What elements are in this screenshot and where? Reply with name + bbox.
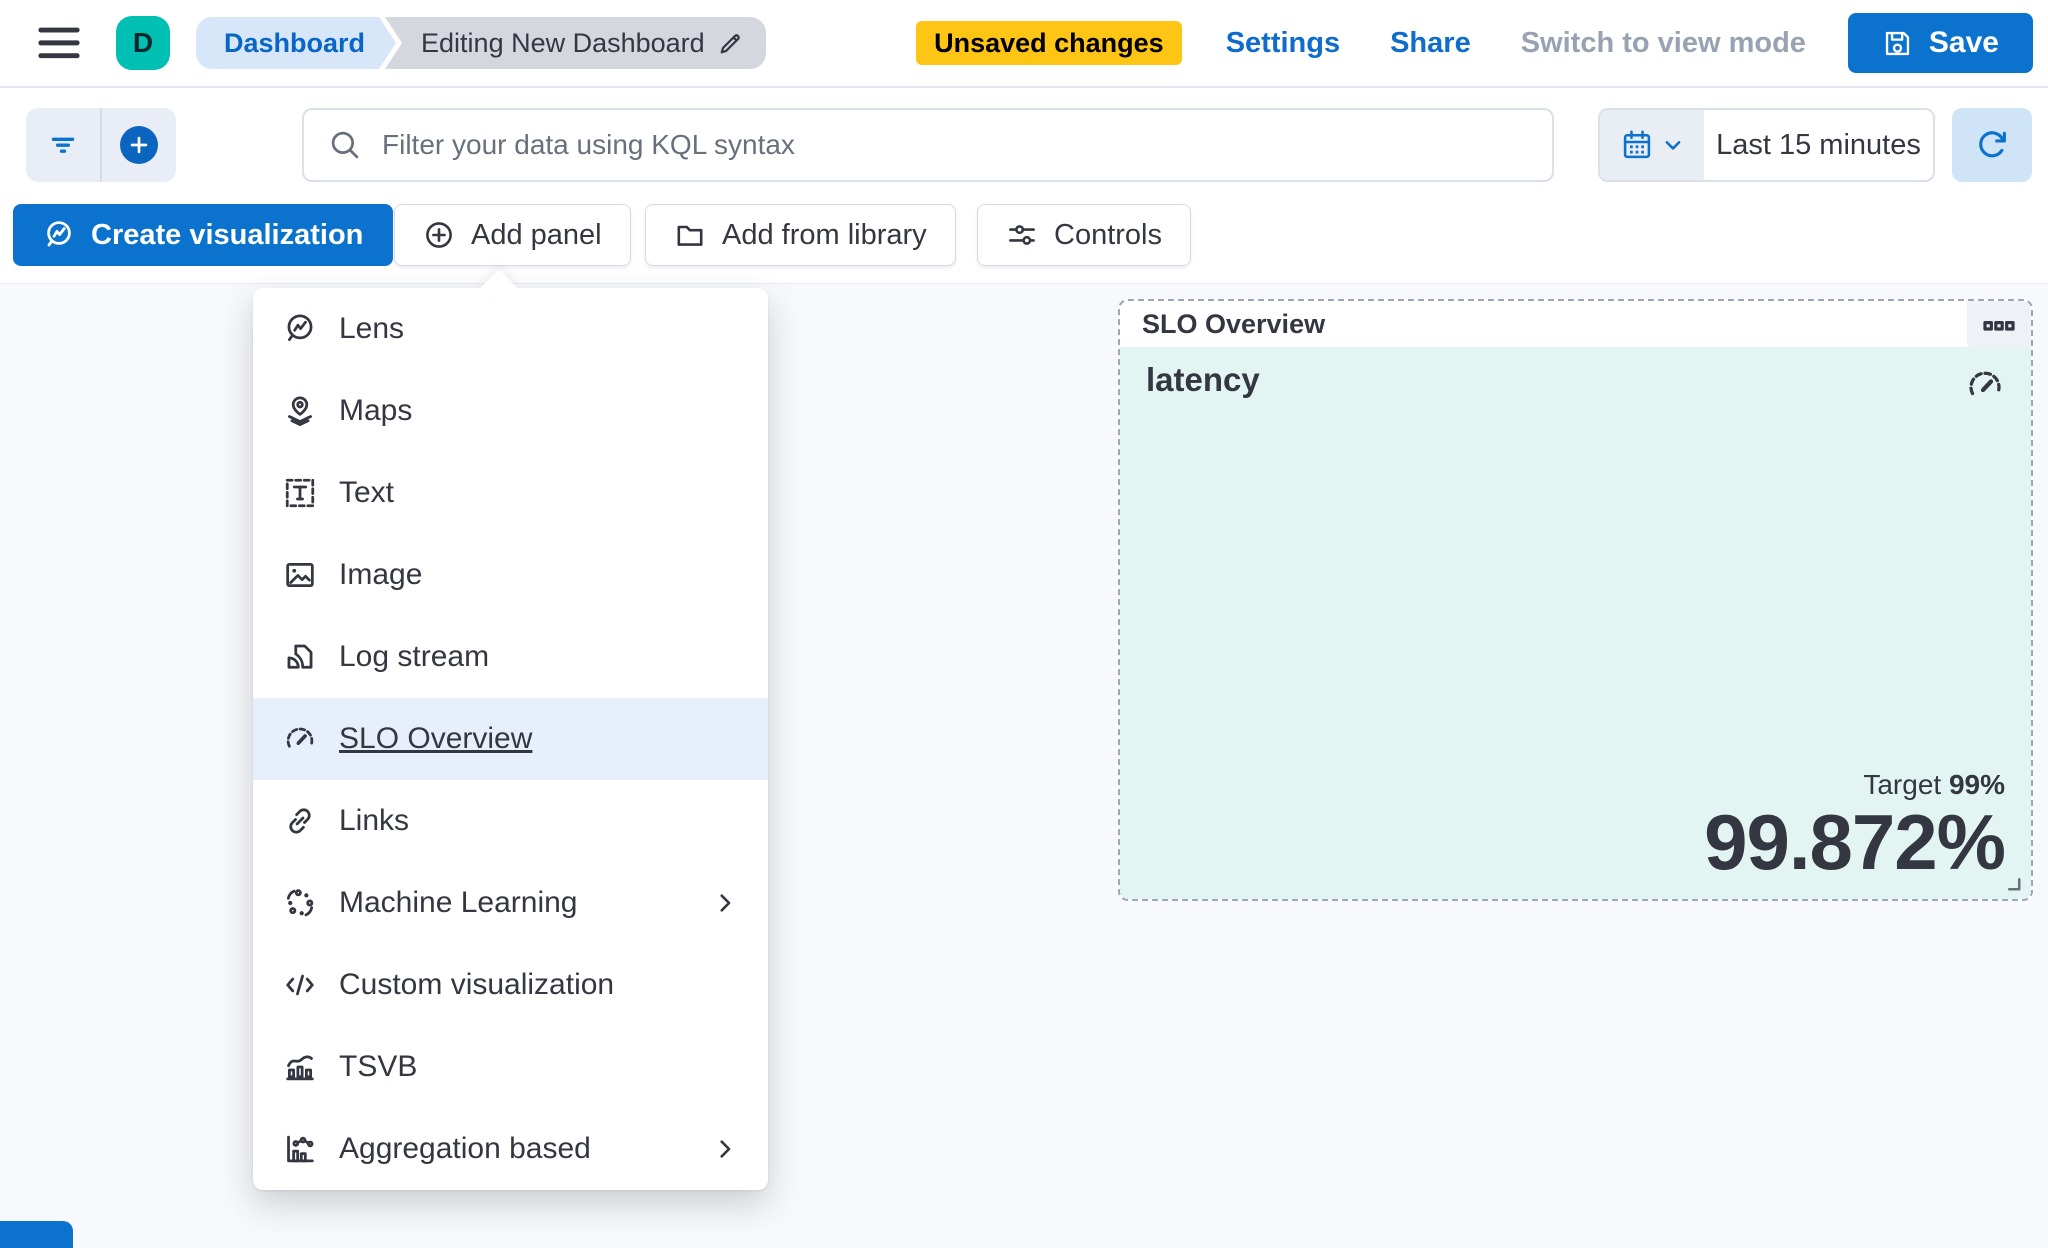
menu-item-links[interactable]: Links: [253, 780, 768, 862]
kql-search-bar: [302, 108, 1554, 182]
menu-item-label: Aggregation based: [339, 1132, 591, 1165]
tsvb-icon: [283, 1050, 317, 1084]
refresh-button[interactable]: [1952, 108, 2032, 182]
filter-menu-button[interactable]: [26, 108, 100, 182]
settings-link[interactable]: Settings: [1225, 26, 1341, 59]
menu-item-label: Lens: [339, 312, 405, 345]
create-visualization-button[interactable]: Create visualization: [13, 204, 394, 266]
menu-item-label: Custom visualization: [339, 968, 615, 1001]
breadcrumb-current-page[interactable]: Editing New Dashboard: [385, 17, 766, 69]
machine-learning-icon: [283, 886, 317, 920]
filter-controls-group: [26, 108, 176, 182]
image-icon: [283, 558, 317, 592]
slo-panel-body: latency Target 99% 99.872%: [1120, 347, 2031, 899]
top-navigation-bar: D Dashboard Editing New Dashboard Unsave…: [0, 0, 2048, 88]
menu-item-label: Machine Learning: [339, 886, 578, 919]
slo-overview-panel: SLO Overview latency: [1118, 299, 2033, 901]
slo-value: 99.872%: [1704, 797, 2006, 886]
menu-item-maps[interactable]: Maps: [253, 370, 768, 452]
slo-target-value: 99%: [1948, 768, 2005, 800]
refresh-icon: [1974, 127, 2010, 163]
save-button-label: Save: [1928, 26, 1999, 59]
breadcrumb-dashboard[interactable]: Dashboard: [196, 17, 397, 69]
menu-item-tsvb[interactable]: TSVB: [253, 1026, 768, 1108]
panel-resize-handle[interactable]: [2003, 873, 2023, 893]
text-icon: [283, 476, 317, 510]
date-quick-select-button[interactable]: [1600, 110, 1704, 180]
slo-target-label: Target: [1863, 768, 1942, 800]
slo-target: Target 99%: [1704, 769, 2005, 801]
panel-title: SLO Overview: [1142, 308, 1326, 339]
menu-item-label: Text: [339, 476, 395, 509]
menu-item-text[interactable]: Text: [253, 452, 768, 534]
code-icon: [283, 968, 317, 1002]
space-avatar[interactable]: D: [116, 16, 170, 70]
maps-icon: [283, 394, 317, 428]
menu-item-label: Links: [339, 804, 410, 837]
add-panel-label: Add panel: [471, 218, 602, 251]
breadcrumb: Dashboard Editing New Dashboard: [196, 17, 766, 69]
lens-icon: [283, 312, 317, 346]
plus-in-circle-icon: [423, 219, 455, 251]
controls-button[interactable]: Controls: [977, 204, 1191, 266]
panel-options-button[interactable]: [1967, 301, 2031, 351]
menu-item-label: Image: [339, 558, 423, 591]
panel-header: SLO Overview: [1120, 301, 2031, 351]
menu-item-label: Log stream: [339, 640, 490, 673]
add-from-library-button[interactable]: Add from library: [645, 204, 956, 266]
menu-item-log-stream[interactable]: Log stream: [253, 616, 768, 698]
add-panel-button[interactable]: Add panel: [394, 204, 631, 266]
chevron-down-icon: [1662, 134, 1684, 156]
menu-item-aggregation-based[interactable]: Aggregation based: [253, 1108, 768, 1190]
partial-panel-fragment: [0, 1221, 73, 1248]
add-from-library-label: Add from library: [722, 218, 927, 251]
gauge-icon: [1965, 365, 2005, 405]
search-icon: [328, 128, 362, 162]
calendar-icon: [1620, 128, 1654, 162]
query-toolbar-section: Last 15 minutes Create visuali: [0, 88, 2048, 284]
menu-item-image[interactable]: Image: [253, 534, 768, 616]
folder-icon: [674, 219, 706, 251]
slo-name: latency: [1146, 361, 1260, 398]
menu-item-lens[interactable]: Lens: [253, 288, 768, 370]
switch-to-view-mode-link[interactable]: Switch to view mode: [1520, 26, 1806, 59]
chevron-right-icon: [712, 890, 738, 916]
save-button[interactable]: Save: [1847, 13, 2033, 73]
time-range-value[interactable]: Last 15 minutes: [1716, 128, 1921, 161]
slo-stats: Target 99% 99.872%: [1704, 769, 2006, 886]
menu-item-label: SLO Overview: [339, 722, 533, 755]
time-range-picker: Last 15 minutes: [1598, 108, 1935, 182]
create-visualization-label: Create visualization: [91, 218, 364, 251]
unsaved-changes-badge: Unsaved changes: [916, 21, 1182, 65]
menu-item-slo-overview[interactable]: SLO Overview: [253, 698, 768, 780]
filter-icon: [46, 128, 80, 162]
link-icon: [283, 804, 317, 838]
add-filter-button[interactable]: [102, 108, 176, 182]
menu-item-custom-visualization[interactable]: Custom visualization: [253, 944, 768, 1026]
aggregation-icon: [283, 1132, 317, 1166]
chevron-right-icon: [712, 1136, 738, 1162]
log-stream-icon: [283, 640, 317, 674]
pencil-icon[interactable]: [717, 30, 744, 57]
menu-item-label: Maps: [339, 394, 413, 427]
hamburger-menu-icon[interactable]: [38, 25, 80, 61]
sliders-icon: [1006, 219, 1038, 251]
breadcrumb-current-label: Editing New Dashboard: [421, 27, 705, 58]
kql-search-input[interactable]: [380, 128, 1542, 162]
add-panel-menu: Lens Maps Text: [253, 288, 768, 1190]
controls-label: Controls: [1054, 218, 1162, 251]
filter-group-divider: [100, 108, 102, 182]
save-floppy-icon: [1882, 28, 1913, 59]
lens-icon: [43, 219, 75, 251]
share-link[interactable]: Share: [1390, 26, 1471, 59]
menu-item-label: TSVB: [339, 1050, 418, 1083]
dashboard-toolbar: Create visualization Add panel Add from …: [0, 204, 2048, 266]
boxes-horizontal-icon: [1982, 309, 2016, 343]
menu-item-machine-learning[interactable]: Machine Learning: [253, 862, 768, 944]
gauge-icon: [283, 722, 317, 756]
plus-icon: [120, 126, 158, 164]
